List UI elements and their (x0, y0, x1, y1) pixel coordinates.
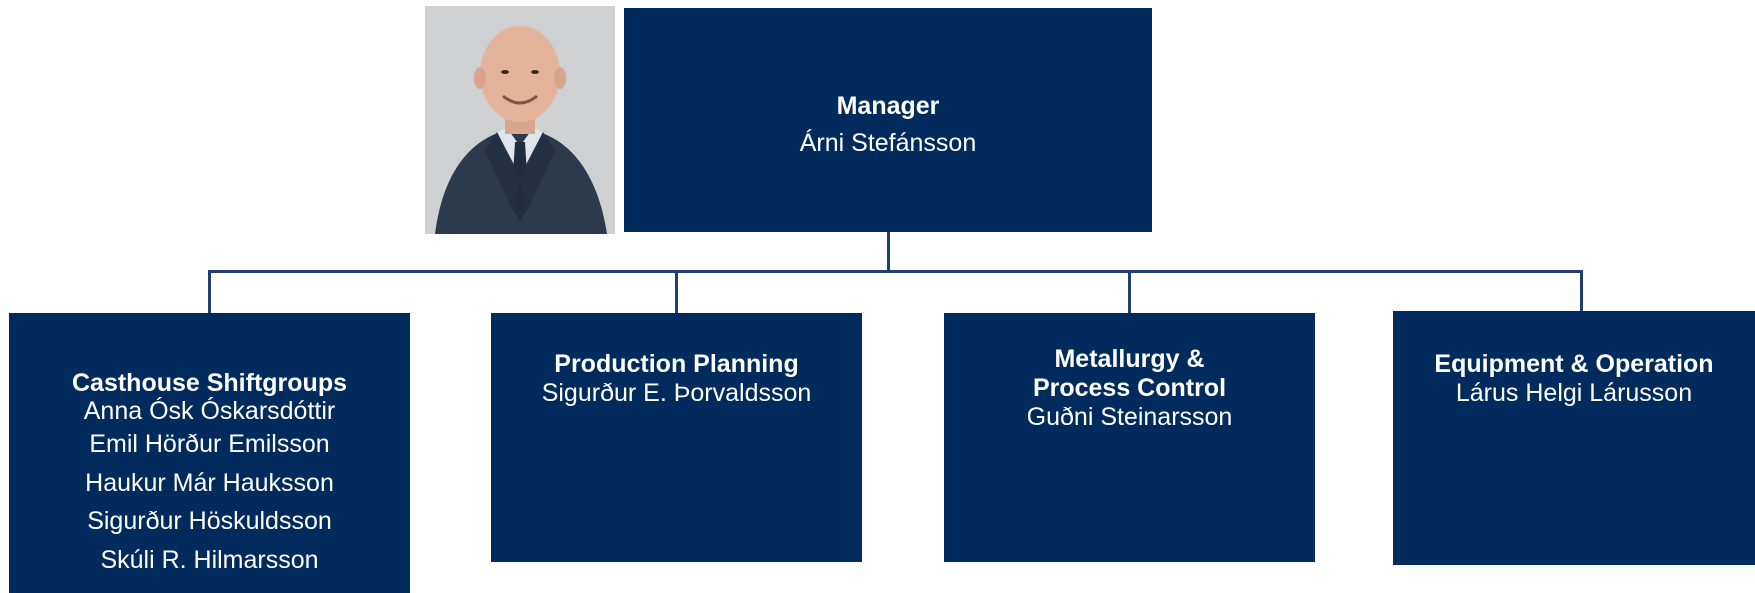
department-title-line2: Process Control (1032, 374, 1227, 402)
department-title: Casthouse Shiftgroups (71, 369, 347, 397)
manager-photo (425, 6, 615, 234)
manager-title: Manager (836, 92, 940, 120)
production-planning-box: Production Planning Sigurður E. Þorvalds… (491, 313, 862, 562)
equipment-operation-box: Equipment & Operation Lárus Helgi Láruss… (1393, 311, 1755, 565)
manager-name: Árni Stefánsson (799, 129, 977, 157)
connector-production-planning (675, 270, 678, 313)
member-name: Sigurður Höskuldsson (87, 507, 332, 535)
department-title-line1: Metallurgy & (1054, 345, 1205, 373)
member-name: Haukur Már Hauksson (85, 468, 334, 497)
horizontal-connector (208, 270, 1583, 273)
connector-casthouse (208, 270, 211, 313)
connector-equipment (1580, 270, 1583, 311)
manager-connector (887, 232, 890, 272)
casthouse-shiftgroups-box: Casthouse Shiftgroups Anna Ósk Óskarsdót… (9, 313, 410, 593)
manager-box: Manager Árni Stefánsson (624, 8, 1152, 232)
member-name: Skúli R. Hilmarsson (100, 545, 319, 574)
department-title: Production Planning (554, 350, 799, 378)
metallurgy-process-control-box: Metallurgy & Process Control Guðni Stein… (944, 313, 1315, 562)
connector-metallurgy (1128, 270, 1131, 313)
member-name: Emil Hörður Emilsson (89, 430, 330, 458)
member-name: Anna Ósk Óskarsdóttir (83, 397, 336, 425)
department-head-name: Guðni Steinarsson (1026, 403, 1233, 431)
portrait-image (425, 6, 615, 234)
department-title: Equipment & Operation (1434, 350, 1714, 378)
department-head-name: Lárus Helgi Lárusson (1455, 379, 1693, 407)
department-head-name: Sigurður E. Þorvaldsson (541, 379, 812, 407)
